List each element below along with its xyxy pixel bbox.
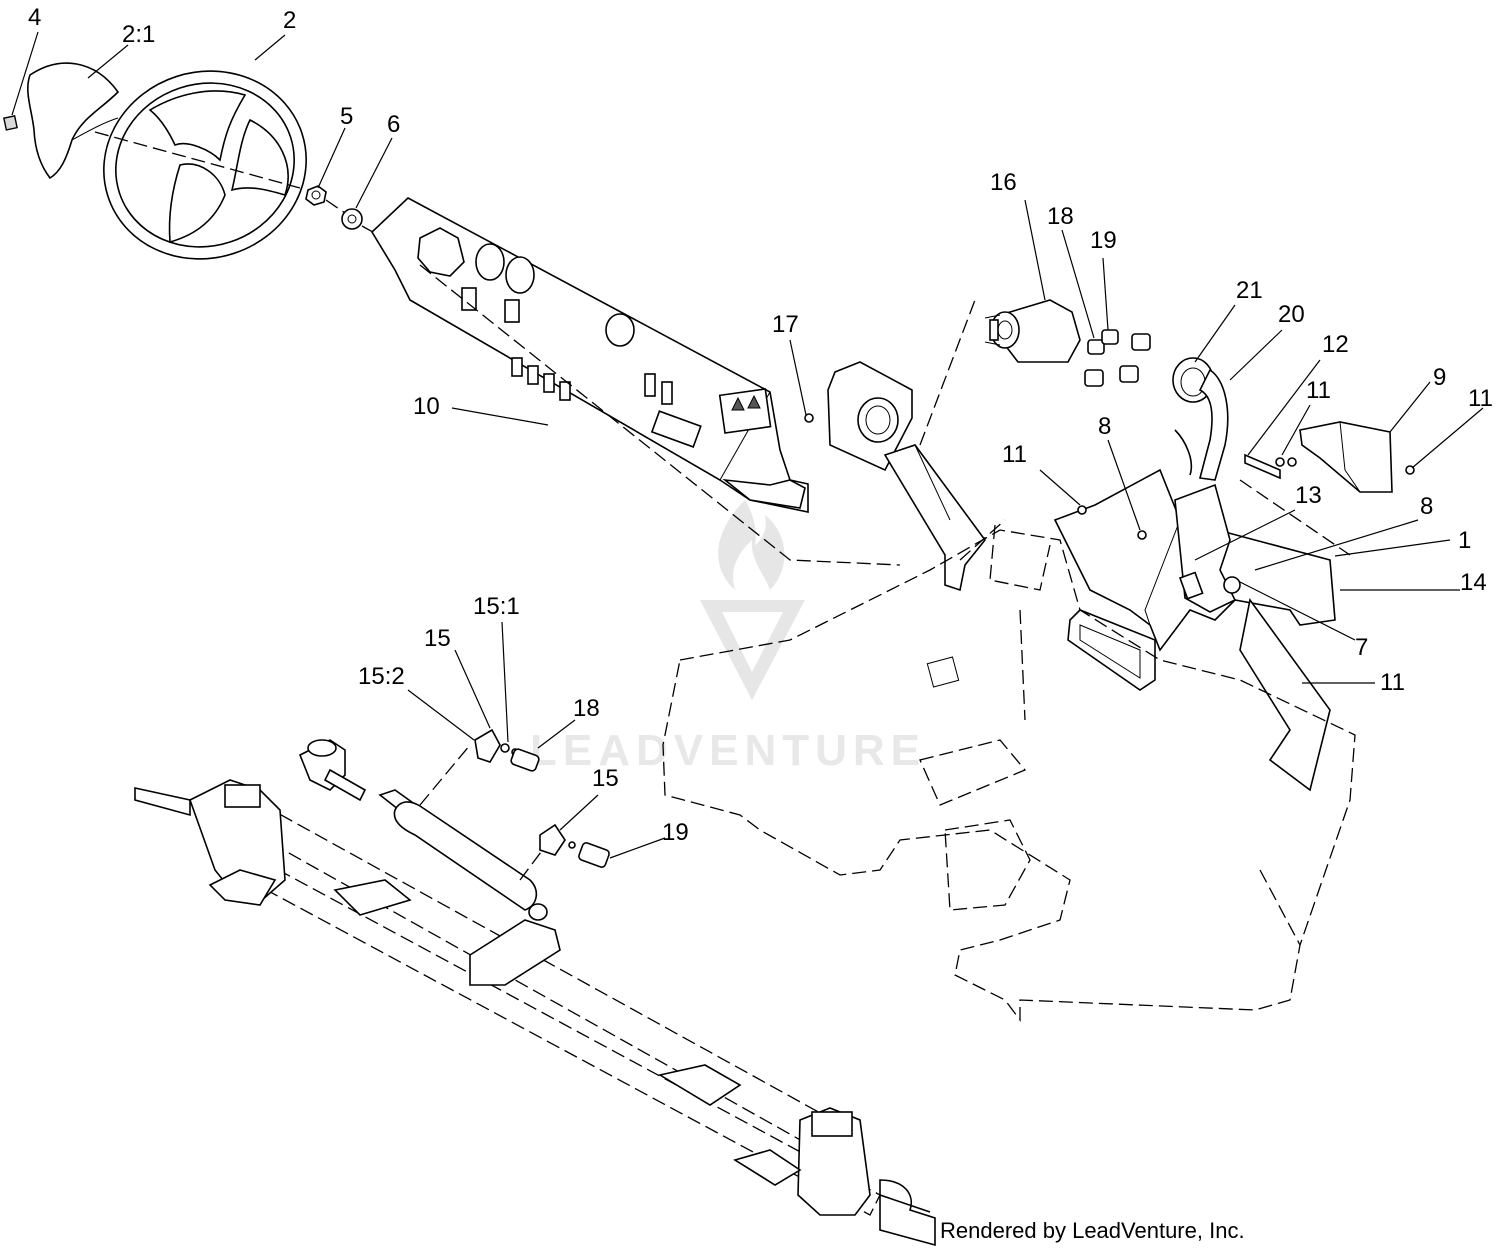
callout-11-c: 11	[1002, 441, 1027, 468]
callout-1: 1	[1458, 527, 1471, 554]
credit-text: Rendered by LeadVenture, Inc.	[940, 1218, 1245, 1243]
callout-21: 21	[1236, 277, 1263, 304]
bracket-part	[1244, 421, 1415, 493]
callout-11-d: 11	[1380, 669, 1405, 696]
nut-part	[305, 185, 327, 206]
fittings-part	[1084, 329, 1151, 387]
watermark-text: LEADVENTURE	[530, 726, 926, 775]
emblem-part	[3, 115, 18, 131]
callout-2: 2	[283, 7, 296, 34]
steering-cap-part	[27, 62, 120, 180]
callout-15-1: 15:1	[473, 593, 520, 620]
motor-part	[984, 299, 1081, 363]
steering-wheel-part	[103, 70, 307, 260]
callout-16: 16	[990, 169, 1017, 196]
lever-part	[1172, 357, 1229, 481]
callout-2-1: 2:1	[122, 21, 155, 48]
callout-15-a: 15	[424, 625, 451, 652]
front-axle-part	[134, 739, 936, 1247]
callout-20: 20	[1278, 301, 1305, 328]
dash-panel-part	[370, 197, 809, 513]
floor-pan-part	[662, 524, 1356, 1022]
callout-12: 12	[1322, 331, 1349, 358]
callout-13: 13	[1295, 482, 1322, 509]
callout-19-top: 19	[1090, 227, 1117, 254]
callout-14: 14	[1460, 569, 1487, 596]
steering-column-part	[827, 361, 987, 592]
callout-4: 4	[28, 4, 41, 31]
steering-cylinder-part	[378, 744, 551, 921]
callout-6: 6	[387, 111, 400, 138]
callout-9: 9	[1433, 364, 1446, 391]
callout-11-a: 11	[1306, 377, 1331, 404]
callout-8-a: 8	[1098, 413, 1111, 440]
callout-19-bottom: 19	[662, 819, 689, 846]
leader-lines	[11, 31, 1484, 859]
callout-5: 5	[340, 103, 353, 130]
elbow-fitting-part	[474, 728, 610, 868]
callouts: 4 2:1 2 5 6 10 17 16 18 19 21 20 12 11 9…	[28, 4, 1493, 846]
callout-10: 10	[413, 393, 440, 420]
callout-18-top: 18	[1047, 203, 1074, 230]
washer-part	[341, 208, 363, 230]
callout-7: 7	[1355, 634, 1368, 661]
callout-15-b: 15	[592, 765, 619, 792]
callout-18-bottom: 18	[573, 695, 600, 722]
callout-11-b: 11	[1468, 385, 1493, 412]
callout-17: 17	[772, 311, 799, 338]
bolt-part	[804, 413, 814, 423]
callout-8-b: 8	[1420, 493, 1433, 520]
frame-part	[1053, 468, 1336, 792]
callout-15-2: 15:2	[358, 663, 405, 690]
watermark-logo: LEADVENTURE	[530, 500, 926, 775]
